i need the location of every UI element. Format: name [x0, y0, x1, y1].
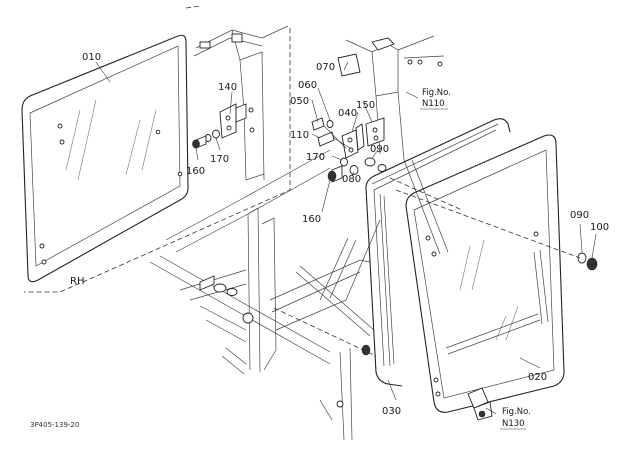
hinge-bracket-140 — [219, 103, 247, 139]
part-label-090: 090 — [370, 144, 389, 155]
window-panel-020 — [405, 134, 565, 413]
washer-090-cap-100 — [395, 189, 598, 271]
fig-ref-number[interactable]: N110 — [422, 99, 445, 109]
drawing-code: 3P405-139-20 — [30, 421, 79, 429]
part-label-170b: 170 — [306, 152, 325, 163]
part-label-150: 150 — [356, 100, 375, 111]
part-label-050: 050 — [290, 96, 309, 107]
part-label-090b: 090 — [570, 210, 589, 221]
fig-ref-n130[interactable]: Fig.No. N130 — [500, 407, 531, 430]
cab-frame-upper-left — [193, 25, 289, 181]
part-label-160: 160 — [186, 166, 205, 177]
region-border-top — [185, 5, 201, 9]
cab-frame-main — [149, 149, 381, 441]
part-label-080: 080 — [342, 174, 361, 185]
part-label-160b: 160 — [302, 214, 321, 225]
part-label-040: 040 — [338, 108, 357, 119]
assembly-line-b — [273, 307, 377, 357]
part-label-030: 030 — [382, 406, 401, 417]
part-label-140: 140 — [218, 82, 237, 93]
part-label-110: 110 — [290, 130, 309, 141]
hinge-bracket-150 — [365, 117, 385, 147]
part-labels: 010 140 170 160 070 060 050 040 150 110 … — [82, 52, 609, 417]
latch-assembly — [467, 387, 493, 421]
window-frame-030 — [365, 118, 511, 387]
part-label-070: 070 — [316, 62, 335, 73]
part-label-010: 010 — [82, 52, 101, 63]
fig-ref-n110[interactable]: Fig.No. N110 — [420, 88, 451, 110]
fig-ref-number[interactable]: N130 — [502, 419, 525, 429]
assembly-line-a — [389, 177, 463, 211]
fastener-group-left — [192, 129, 220, 149]
cab-pillar-right — [337, 35, 449, 255]
hinge-bracket-040 — [341, 123, 365, 159]
region-label: RH — [70, 276, 84, 287]
part-label-020: 020 — [528, 372, 547, 383]
part-label-060: 060 — [298, 80, 317, 91]
fig-ref-title: Fig.No. — [422, 88, 451, 98]
part-label-100: 100 — [590, 222, 609, 233]
part-label-170: 170 — [210, 154, 229, 165]
leader-lines — [95, 61, 597, 415]
region-border — [24, 28, 291, 293]
fig-ref-title: Fig.No. — [502, 407, 531, 417]
fastener-group-right — [311, 117, 387, 183]
window-panel-010 — [21, 34, 189, 283]
